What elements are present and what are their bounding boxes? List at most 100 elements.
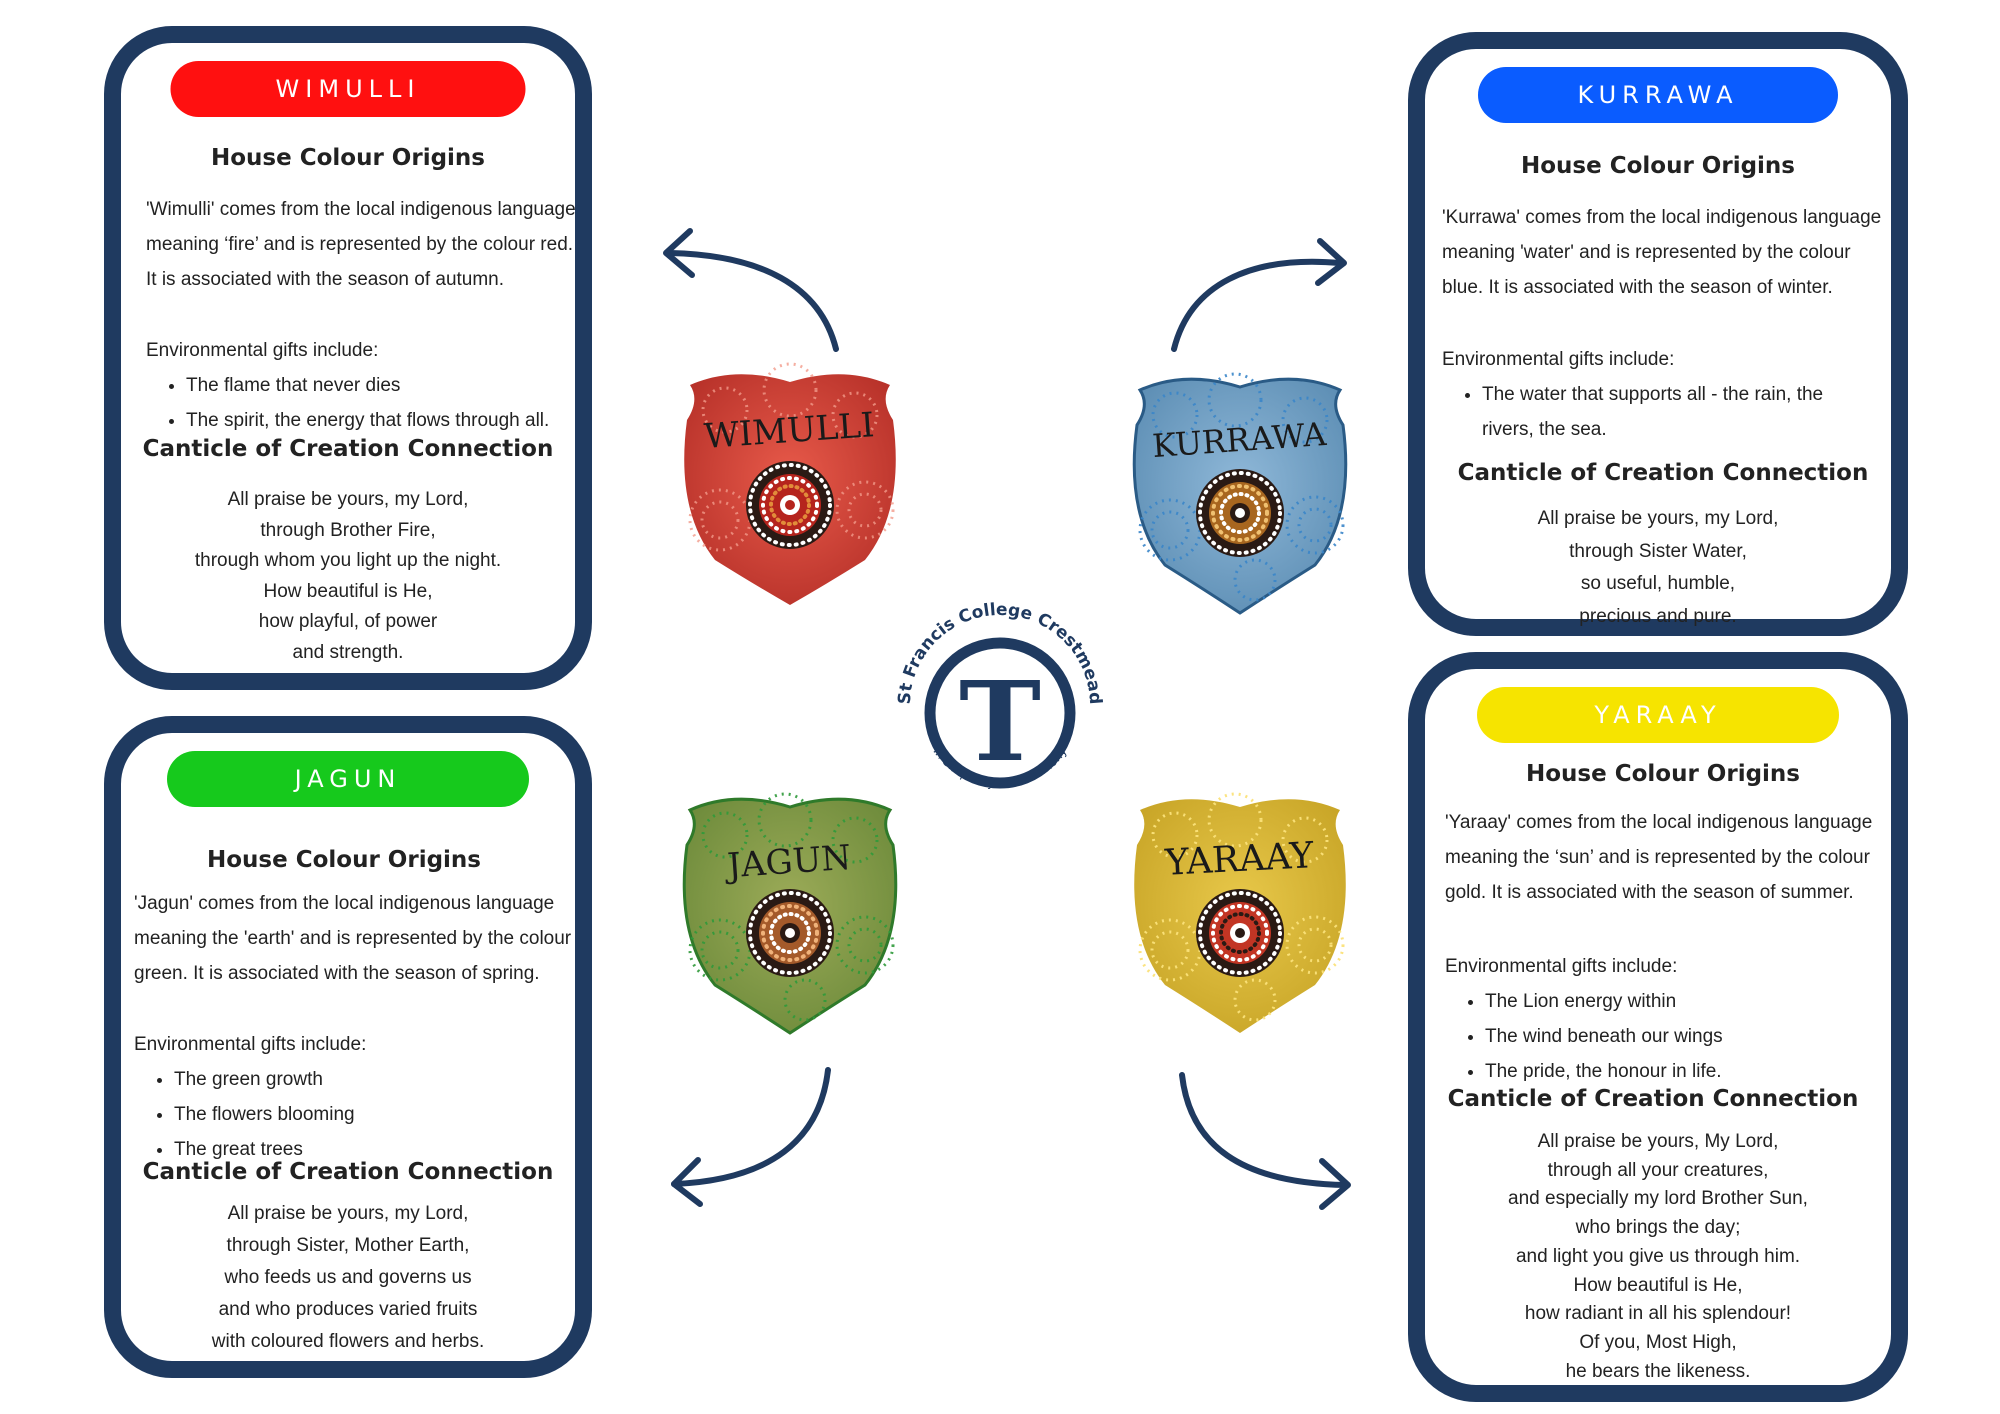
yaraay-canticle-line: Of you, Most High, [1579,1331,1737,1353]
jagun-origins-heading: House Colour Origins [206,847,481,873]
kurrawa-card: KURRAWA House Colour Origins 'Kurrawa' c… [1408,32,1908,636]
arrow-curve [671,1067,831,1187]
college-logo: St Francis College Crestmead T In Simpli… [895,600,1105,790]
wimulli-canticle-line: How beautiful is He, [263,580,433,602]
kurrawa-gifts: Environmental gifts include: The water t… [1442,342,1892,447]
arrow-curve [1179,1072,1349,1188]
wimulli-origins-line: It is associated with the season of autu… [146,269,505,290]
yaraay-gift-item: The Lion energy within [1485,984,1895,1019]
dot-medallion [1196,889,1284,977]
kurrawa-gift-line: rivers, the sea. [1482,419,1607,440]
arrow-head [671,1157,703,1207]
yaraay-canticle-text: All praise be yours, My Lord, through al… [1425,1128,1891,1386]
arrow-head [1319,1158,1351,1210]
dot-medallion [746,461,834,549]
wimulli-gifts: Environmental gifts include: The flame t… [146,333,576,438]
yaraay-gift-item: The pride, the honour in life. [1485,1054,1895,1089]
jagun-canticle-line: with coloured flowers and herbs. [211,1331,485,1352]
yaraay-canticle-line: he bears the likeness. [1565,1360,1751,1382]
arrow-head [663,228,695,278]
wimulli-gift-item: The spirit, the energy that flows throug… [186,403,576,438]
jagun-origins-text: 'Jagun' comes from the local indigenous … [134,886,584,991]
arrow-curve [667,250,839,352]
kurrawa-origins-text: 'Kurrawa' comes from the local indigenou… [1442,200,1892,305]
jagun-origins-line: meaning the 'earth' and is represented b… [134,928,572,949]
yaraay-shield-text: YARAAY [1163,835,1316,884]
kurrawa-origins-line: meaning 'water' and is represented by th… [1442,242,1851,263]
jagun-origins-line: green. It is associated with the season … [134,963,540,984]
wimulli-canticle-heading: Canticle of Creation Connection [142,436,554,462]
yaraay-gifts: Environmental gifts include: The Lion en… [1445,949,1895,1089]
wimulli-origins-line: meaning ‘fire’ and is represented by the… [146,234,574,255]
arrow-icon-wimulli [663,228,839,352]
wimulli-canticle-text: All praise be yours, my Lord, through Br… [121,485,575,668]
wimulli-house-banner: WIMULLI [170,61,526,117]
logo-monogram-icon: T [959,657,1041,786]
yaraay-gift-item: The wind beneath our wings [1485,1019,1895,1054]
kurrawa-canticle-line: so useful, humble, [1580,573,1736,594]
wimulli-origins-line: 'Wimulli' comes from the local indigenou… [146,199,576,220]
jagun-canticle-line: through Sister, Mother Earth, [226,1235,470,1256]
kurrawa-gifts-heading: Environmental gifts include: [1442,349,1675,370]
yaraay-origins-line: 'Yaraay' comes from the local indigenous… [1445,812,1873,833]
jagun-shield-text: JAGUN [723,838,852,887]
wimulli-origins-text: 'Wimulli' comes from the local indigenou… [146,192,576,297]
dot-medallion [746,889,834,977]
jagun-canticle-heading: Canticle of Creation Connection [142,1159,554,1185]
yaraay-origins-line: meaning the ‘sun’ and is represented by … [1445,847,1870,868]
yaraay-house-banner: YARAAY [1477,687,1839,743]
yaraay-canticle-line: and light you give us through him. [1515,1245,1801,1267]
yaraay-gifts-heading: Environmental gifts include: [1445,956,1678,977]
wimulli-card: WIMULLI House Colour Origins 'Wimulli' c… [104,26,592,690]
wimulli-origins-heading: House Colour Origins [210,145,485,171]
jagun-gift-item: The flowers blooming [174,1097,584,1132]
wimulli-canticle-line: how playful, of power [258,611,438,632]
yaraay-origins-heading: House Colour Origins [1525,761,1800,787]
yaraay-canticle-line: How beautiful is He, [1573,1274,1743,1296]
jagun-shield-image: JAGUN [682,792,898,1035]
kurrawa-canticle-line: through Sister Water, [1569,540,1747,562]
yaraay-canticle-line: how radiant in all his splendour! [1524,1303,1792,1325]
kurrawa-canticle-heading: Canticle of Creation Connection [1457,460,1869,486]
yaraay-shield-image: YARAAY [1134,792,1346,1033]
wimulli-canticle-line: through Brother Fire, [260,519,436,541]
jagun-gift-item: The green growth [174,1062,584,1097]
kurrawa-shield-image: KURRAWA [1132,372,1348,615]
arrow-icon-jagun [671,1067,831,1207]
yaraay-canticle-line: through all your creatures, [1547,1159,1769,1181]
dot-pattern [688,362,895,552]
yaraay-canticle-line: who brings the day; [1575,1217,1741,1239]
kurrawa-house-banner: KURRAWA [1478,67,1838,123]
jagun-canticle-text: All praise be yours, my Lord, through Si… [121,1198,575,1358]
kurrawa-gift-item: The water that supports all - the rain, … [1482,377,1892,447]
wimulli-gift-item: The flame that never dies [186,368,576,403]
kurrawa-origins-line: blue. It is associated with the season o… [1442,277,1833,298]
jagun-gifts-heading: Environmental gifts include: [134,1034,367,1055]
jagun-canticle-line: and who produces varied fruits [218,1299,478,1320]
yaraay-card: YARAAY House Colour Origins 'Yaraay' com… [1408,652,1908,1402]
kurrawa-origins-line: 'Kurrawa' comes from the local indigenou… [1442,207,1882,228]
arrow-icon-kurrawa [1171,238,1347,352]
kurrawa-canticle-line: precious and pure. [1579,605,1737,627]
kurrawa-canticle-text: All praise be yours, my Lord, through Si… [1425,503,1891,633]
wimulli-canticle-line: and strength. [292,641,404,663]
yaraay-canticle-line: and especially my lord Brother Sun, [1508,1188,1808,1210]
logo-ring [924,637,1076,789]
jagun-canticle-line: All praise be yours, my Lord, [227,1203,469,1224]
jagun-house-banner: JAGUN [167,751,529,807]
kurrawa-canticle-line: All praise be yours, my Lord, [1537,508,1779,529]
kurrawa-origins-heading: House Colour Origins [1520,153,1795,179]
wimulli-shield-image: WIMULLI [684,362,896,605]
jagun-gift-item: The great trees [174,1132,584,1167]
yaraay-canticle-line: All praise be yours, My Lord, [1537,1131,1779,1152]
jagun-card: JAGUN House Colour Origins 'Jagun' comes… [104,716,592,1378]
arrow-curve [1171,258,1343,352]
jagun-canticle-line: who feeds us and governs us [224,1267,472,1288]
dot-medallion [1196,469,1284,557]
yaraay-origins-line: gold. It is associated with the season o… [1445,882,1854,903]
jagun-gifts: Environmental gifts include: The green g… [134,1027,584,1167]
wimulli-canticle-line: All praise be yours, my Lord, [227,489,469,510]
yaraay-origins-text: 'Yaraay' comes from the local indigenous… [1445,805,1895,910]
arrow-icon-yaraay [1179,1072,1351,1210]
wimulli-canticle-line: through whom you light up the night. [194,550,502,571]
